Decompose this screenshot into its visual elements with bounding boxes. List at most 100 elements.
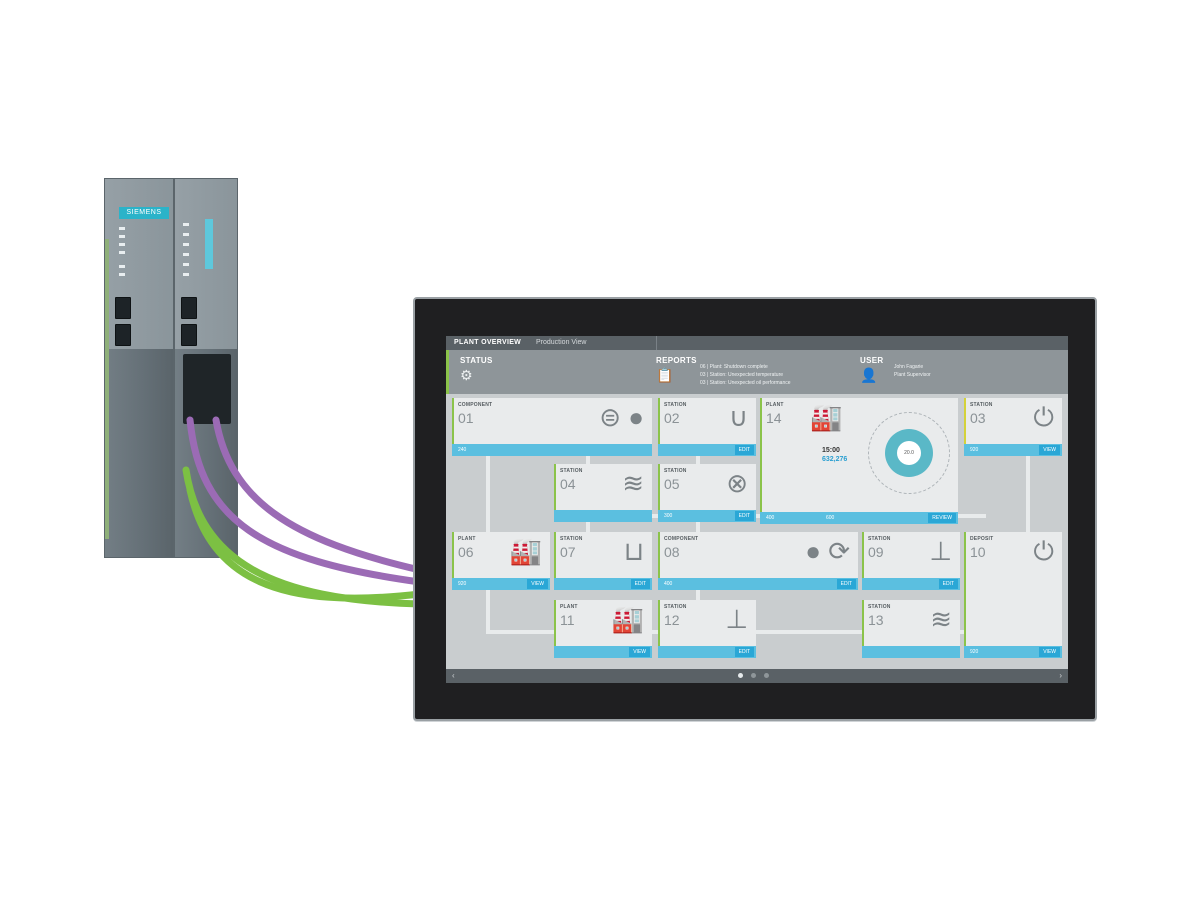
reports-section[interactable]: REPORTS 📋 06 | Plant: Shutdown complete …	[656, 356, 791, 386]
tile-number: 10	[970, 544, 986, 560]
tile-type: PLANT	[766, 402, 784, 408]
next-page-button[interactable]: ›	[1059, 671, 1062, 680]
tile-type: STATION	[664, 402, 687, 408]
user-role: Plant Supervisor	[894, 372, 931, 378]
tile-station-13[interactable]: STATION 13 ≋	[862, 600, 960, 658]
view-button[interactable]: VIEW	[1039, 445, 1060, 455]
edit-button[interactable]: EDIT	[836, 579, 856, 589]
tile-type: STATION	[970, 402, 993, 408]
reports-list: 06 | Plant: Shutdown complete 03 | Stati…	[700, 363, 830, 387]
tile-number: 12	[664, 612, 680, 628]
tile-type: STATION	[560, 536, 583, 542]
tile-number: 05	[664, 476, 680, 492]
hmi-screen: PLANT OVERVIEW Production View STATUS ⚙ …	[446, 336, 1068, 683]
tile-station-09[interactable]: STATION 09 ⊥ EDIT	[862, 532, 960, 590]
tile-type: DEPOSIT	[970, 536, 994, 542]
user-label: USER	[860, 356, 884, 365]
edit-button[interactable]: EDIT	[734, 647, 754, 657]
plc-switch[interactable]	[115, 297, 131, 319]
plc-port[interactable]	[181, 297, 197, 319]
tile-station-04[interactable]: STATION 04 ≋	[554, 464, 652, 522]
power-icon: ⏻	[1033, 402, 1054, 432]
nozzle-icon: ⊥	[725, 604, 748, 634]
page-dot[interactable]	[751, 673, 756, 678]
page-dot[interactable]	[738, 673, 743, 678]
tile-number: 06	[458, 544, 474, 560]
tile-counter: 400	[766, 515, 775, 521]
factory-icon: 🏭	[611, 604, 644, 634]
tile-counter: 400	[664, 581, 673, 587]
tile-type: COMPONENT	[664, 536, 699, 542]
plc-switch[interactable]	[115, 324, 131, 346]
tile-number: 01	[458, 410, 474, 426]
tile-station-12[interactable]: STATION 12 ⊥ EDIT	[658, 600, 756, 658]
edit-button[interactable]: EDIT	[938, 579, 958, 589]
tile-number: 08	[664, 544, 680, 560]
tile-counter: 920	[970, 649, 979, 655]
review-button[interactable]: REVIEW	[928, 513, 956, 523]
edit-button[interactable]: EDIT	[734, 445, 754, 455]
tile-number: 02	[664, 410, 680, 426]
tile-number: 03	[970, 410, 986, 426]
nozzle-icon: ⊥	[929, 536, 952, 566]
status-section[interactable]: STATUS ⚙	[460, 356, 493, 384]
plant-grid: COMPONENT 01 ⊜ ● 240 STATION 02 ∪ EDIT P…	[446, 394, 1068, 669]
screen-title: PLANT OVERVIEW	[454, 339, 522, 346]
tile-counter: 920	[458, 581, 467, 587]
pipe-icon: ⊔	[623, 536, 644, 566]
plant-time: 15:00	[822, 447, 840, 454]
tile-counter: 300	[664, 513, 673, 519]
tile-station-05[interactable]: STATION 05 ⊗ 300 EDIT	[658, 464, 756, 522]
tile-number: 09	[868, 544, 884, 560]
page-indicator	[734, 673, 773, 678]
report-line: 03 | Station: Unexpected oil performance	[700, 380, 791, 386]
report-line: 06 | Plant: Shutdown complete	[700, 364, 768, 370]
tile-component-08[interactable]: COMPONENT 08 ● ⟳ 400 EDIT	[658, 532, 858, 590]
plc-cpu-module	[174, 178, 238, 558]
tile-type: STATION	[664, 468, 687, 474]
view-button[interactable]: VIEW	[527, 579, 548, 589]
view-button[interactable]: VIEW	[629, 647, 650, 657]
tile-station-02[interactable]: STATION 02 ∪ EDIT	[658, 398, 756, 456]
coil-icon: ≋	[622, 468, 644, 498]
plc-port[interactable]	[181, 324, 197, 346]
tile-component-01[interactable]: COMPONENT 01 ⊜ ● 240	[452, 398, 652, 456]
tile-number: 11	[560, 612, 575, 628]
tile-plant-14[interactable]: PLANT 14 🏭 15:00 632,276 20.0 400 600 RE…	[760, 398, 958, 524]
tile-type: STATION	[868, 536, 891, 542]
factory-icon: 🏭	[810, 402, 843, 432]
tile-counter: 600	[826, 515, 835, 521]
tile-station-03[interactable]: STATION 03 ⏻ 920 VIEW	[964, 398, 1062, 456]
tile-number: 14	[766, 410, 782, 426]
plant-stats: 15:00 632,276	[822, 446, 847, 464]
pipe-icon: ∪	[728, 402, 748, 432]
status-label: STATUS	[460, 356, 493, 365]
page-dot[interactable]	[764, 673, 769, 678]
tile-type: PLANT	[458, 536, 476, 542]
tile-plant-11[interactable]: PLANT 11 🏭 VIEW	[554, 600, 652, 658]
status-header: STATUS ⚙ REPORTS 📋 06 | Plant: Shutdown …	[446, 350, 1068, 394]
user-info: John Fagarie Plant Supervisor	[894, 363, 931, 379]
tile-type: COMPONENT	[458, 402, 493, 408]
report-line: 03 | Station: Unexpected temperature	[700, 372, 784, 378]
clipboard-icon: 📋	[656, 367, 674, 383]
reports-label: REPORTS	[656, 356, 697, 365]
power-icon: ⏻	[1033, 536, 1054, 566]
pager-bar: ‹ ›	[446, 669, 1068, 683]
user-name: John Fagarie	[894, 364, 924, 370]
prev-page-button[interactable]: ‹	[452, 671, 455, 680]
plc-power-module: SIEMENS	[104, 178, 174, 558]
tile-station-07[interactable]: STATION 07 ⊔ EDIT	[554, 532, 652, 590]
edit-button[interactable]: EDIT	[630, 579, 650, 589]
tile-plant-06[interactable]: PLANT 06 🏭 920 VIEW	[452, 532, 550, 590]
user-section[interactable]: USER 👤 John Fagarie Plant Supervisor	[860, 356, 931, 384]
tile-counter: 240	[458, 447, 467, 453]
tile-deposit-10[interactable]: DEPOSIT 10 ⏻ 920 VIEW	[964, 532, 1062, 658]
gear-icon: ⚙	[460, 367, 473, 383]
user-icon: 👤	[860, 367, 878, 383]
plc-controller: SIEMENS	[100, 178, 240, 558]
coil-icon: ≋	[930, 604, 952, 634]
valve-icon: ⊗	[726, 468, 748, 498]
view-button[interactable]: VIEW	[1039, 647, 1060, 657]
edit-button[interactable]: EDIT	[734, 511, 754, 521]
